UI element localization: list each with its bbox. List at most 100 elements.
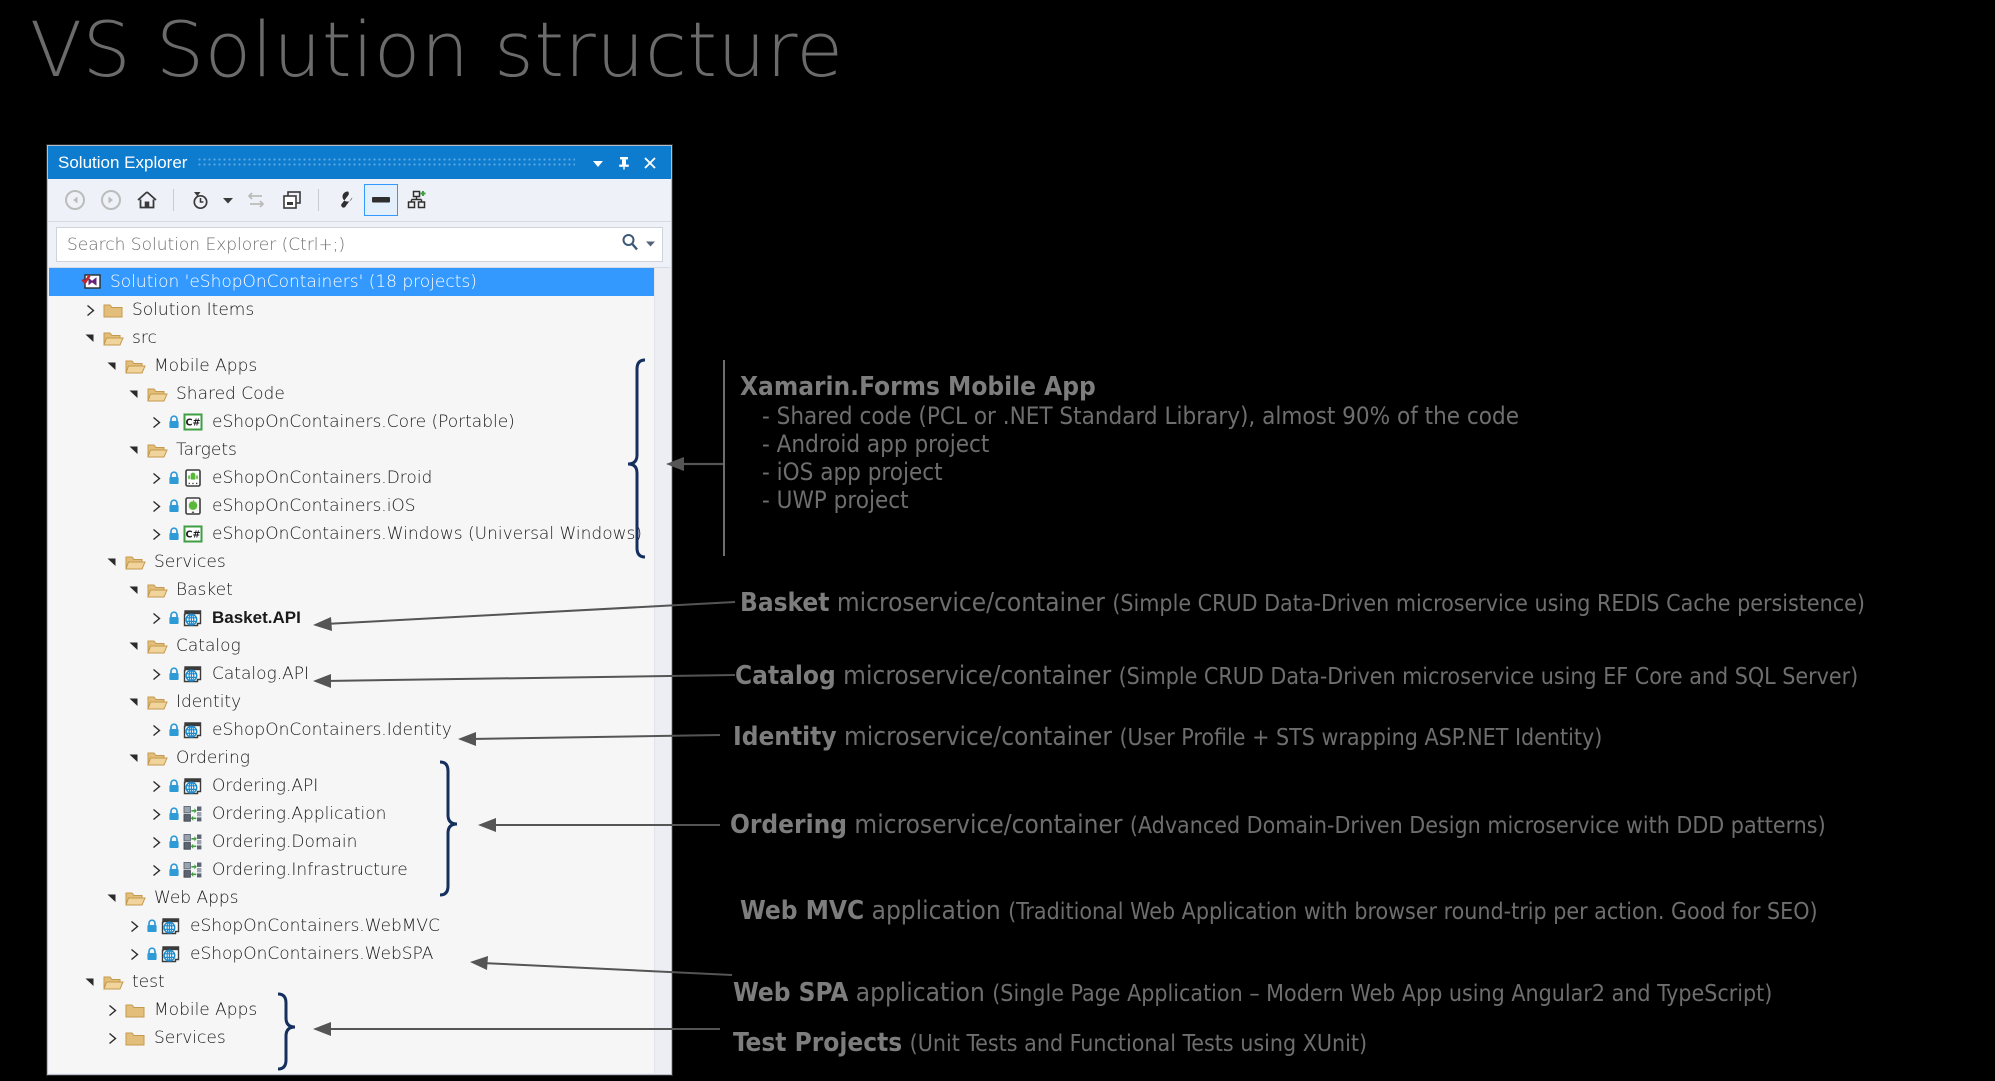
- web-project-icon: [159, 944, 183, 964]
- tree-row-label: test: [132, 972, 165, 992]
- annotation-identity-desc: (User Profile + STS wrapping ASP.NET Ide…: [1119, 725, 1603, 751]
- chevron-down-icon[interactable]: [101, 884, 123, 912]
- tree-row[interactable]: Basket.API: [49, 604, 670, 632]
- show-all-files-icon[interactable]: [400, 184, 434, 216]
- tree-row[interactable]: eShopOnContainers.Droid: [49, 464, 670, 492]
- chevron-down-icon[interactable]: [123, 436, 145, 464]
- tree-row[interactable]: Identity: [49, 688, 670, 716]
- tree-row[interactable]: src: [49, 324, 670, 352]
- chevron-right-icon[interactable]: [145, 856, 167, 884]
- annotation-identity-rest: microservice/container: [836, 722, 1120, 752]
- chevron-right-icon[interactable]: [101, 1024, 123, 1052]
- annotation-tests-bold: Test Projects: [733, 1028, 903, 1058]
- chevron-right-icon[interactable]: [145, 800, 167, 828]
- chevron-right-icon[interactable]: [101, 996, 123, 1024]
- chevron-down-icon[interactable]: [101, 548, 123, 576]
- solution-explorer-window: Solution Explorer: [47, 145, 672, 1075]
- web-project-icon: [181, 776, 205, 796]
- chevron-right-icon[interactable]: [145, 660, 167, 688]
- tree-row[interactable]: eShopOnContainers.Identity: [49, 716, 670, 744]
- collapse-all-icon[interactable]: [275, 184, 309, 216]
- tree-row[interactable]: Mobile Apps: [49, 352, 670, 380]
- chevron-right-icon[interactable]: [145, 772, 167, 800]
- chevron-right-icon[interactable]: [79, 296, 101, 324]
- tree-row[interactable]: Solution 'eShopOnContainers' (18 project…: [49, 268, 670, 296]
- chevron-down-icon[interactable]: [123, 688, 145, 716]
- tree-row-label: src: [132, 328, 157, 348]
- folder-open-icon: [123, 356, 147, 376]
- titlebar-drag-dots[interactable]: [197, 157, 575, 168]
- tree-row[interactable]: eShopOnContainers.WebMVC: [49, 912, 670, 940]
- chevron-right-icon[interactable]: [145, 604, 167, 632]
- solution-explorer-toolbar: [48, 179, 671, 222]
- tree-row-label: Ordering.Application: [212, 804, 387, 824]
- chevron-right-icon[interactable]: [145, 408, 167, 436]
- preview-pane-icon[interactable]: [364, 184, 398, 216]
- chevron-down-icon[interactable]: [123, 744, 145, 772]
- chevron-right-icon[interactable]: [145, 828, 167, 856]
- close-icon[interactable]: [637, 151, 663, 175]
- vertical-scrollbar[interactable]: [654, 268, 670, 1073]
- chevron-down-icon[interactable]: [123, 380, 145, 408]
- chevron-right-icon[interactable]: [145, 520, 167, 548]
- tree-row[interactable]: C#eShopOnContainers.Core (Portable): [49, 408, 670, 436]
- chevron-right-icon[interactable]: [123, 912, 145, 940]
- chevron-right-icon[interactable]: [145, 492, 167, 520]
- tree-row-label: eShopOnContainers.iOS: [212, 496, 416, 516]
- tree-row[interactable]: Ordering.Domain: [49, 828, 670, 856]
- web-project-icon: [181, 664, 205, 684]
- tree-row[interactable]: Shared Code: [49, 380, 670, 408]
- folder-open-icon: [101, 328, 125, 348]
- tree-row-label: eShopOnContainers.Core (Portable): [212, 412, 515, 432]
- solution-tree[interactable]: Solution 'eShopOnContainers' (18 project…: [49, 267, 670, 1073]
- lock-icon: [167, 415, 180, 429]
- tree-row[interactable]: test: [49, 968, 670, 996]
- tree-row[interactable]: Ordering.Application: [49, 800, 670, 828]
- tree-row[interactable]: eShopOnContainers.WebSPA: [49, 940, 670, 968]
- tree-row[interactable]: C#eShopOnContainers.Windows (Universal W…: [49, 520, 670, 548]
- chevron-down-icon[interactable]: [101, 352, 123, 380]
- search-input[interactable]: Search Solution Explorer (Ctrl+;): [56, 227, 663, 262]
- chevron-down-icon[interactable]: [123, 576, 145, 604]
- home-icon[interactable]: [130, 184, 164, 216]
- pin-icon[interactable]: [611, 151, 637, 175]
- chevron-down-icon[interactable]: [79, 968, 101, 996]
- chevron-down-icon[interactable]: [79, 324, 101, 352]
- chevron-down-icon[interactable]: [645, 236, 656, 254]
- tree-row-label: Solution 'eShopOnContainers' (18 project…: [110, 272, 477, 292]
- tree-row[interactable]: Mobile Apps: [49, 996, 670, 1024]
- wrench-icon[interactable]: [328, 184, 362, 216]
- tree-row[interactable]: Basket: [49, 576, 670, 604]
- chevron-down-icon[interactable]: [123, 632, 145, 660]
- tree-row[interactable]: Services: [49, 548, 670, 576]
- arrow-right-circle-icon[interactable]: [94, 184, 128, 216]
- annotation-basket-desc: (Simple CRUD Data-Driven microservice us…: [1112, 591, 1865, 617]
- tree-row-label: Services: [154, 1028, 226, 1048]
- folder-closed-icon: [101, 300, 125, 320]
- tree-row[interactable]: Catalog: [49, 632, 670, 660]
- tree-row[interactable]: Ordering: [49, 744, 670, 772]
- chevron-down-icon[interactable]: [219, 184, 237, 216]
- tree-row[interactable]: eShopOnContainers.iOS: [49, 492, 670, 520]
- tree-row[interactable]: Targets: [49, 436, 670, 464]
- tree-row[interactable]: Ordering.Infrastructure: [49, 856, 670, 884]
- lock-icon: [167, 667, 180, 681]
- clock-filter-icon[interactable]: [183, 184, 217, 216]
- tree-row-label: Catalog.API: [212, 664, 309, 684]
- folder-open-icon: [145, 748, 169, 768]
- lock-icon: [145, 919, 158, 933]
- tree-row[interactable]: Ordering.API: [49, 772, 670, 800]
- tree-row[interactable]: Solution Items: [49, 296, 670, 324]
- tree-row[interactable]: Catalog.API: [49, 660, 670, 688]
- arrow-left-circle-icon[interactable]: [58, 184, 92, 216]
- chevron-right-icon[interactable]: [145, 464, 167, 492]
- chevron-right-icon[interactable]: [145, 716, 167, 744]
- chevron-right-icon[interactable]: [123, 940, 145, 968]
- chevron-down-icon[interactable]: [585, 151, 611, 175]
- tree-row[interactable]: Services: [49, 1024, 670, 1052]
- annotation-webmvc: Web MVC application (Traditional Web App…: [740, 896, 1818, 926]
- annotation-tests-desc: (Unit Tests and Functional Tests using X…: [909, 1031, 1368, 1057]
- sync-arrows-icon[interactable]: [239, 184, 273, 216]
- search-icon[interactable]: [620, 232, 640, 257]
- tree-row[interactable]: Web Apps: [49, 884, 670, 912]
